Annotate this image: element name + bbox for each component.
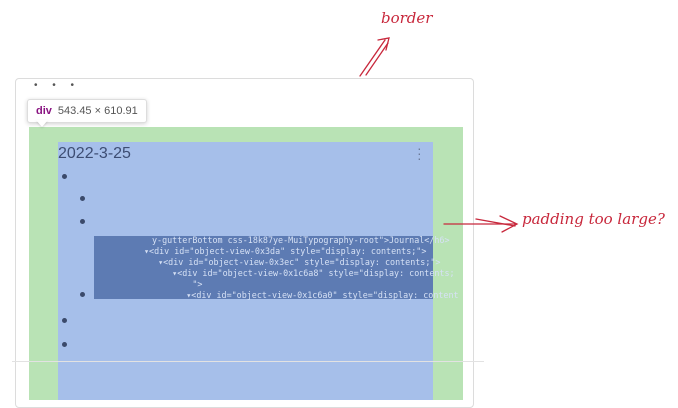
code-line: y-gutterBottom css-18k87ye-MuiTypography…	[152, 235, 450, 245]
tooltip-dimensions: 543.45 × 610.91	[57, 105, 138, 117]
annotation-padding: padding too large?	[522, 210, 665, 228]
devtools-code-overlay: y-gutterBottom css-18k87ye-MuiTypography…	[94, 235, 459, 300]
tooltip-arrow	[36, 120, 48, 127]
bottom-divider	[12, 361, 484, 362]
annotation-border: border	[381, 9, 433, 27]
card-top-dots: • • •	[34, 80, 81, 91]
card-date: 2022-3-25	[58, 145, 131, 162]
list-bullet	[80, 219, 85, 224]
code-line: ▾<div id="object-view-0x3ec" style="disp…	[148, 257, 441, 267]
code-line: ▾<div id="object-view-0x1c6a0" style="di…	[156, 290, 459, 300]
inspector-tooltip: div 543.45 × 610.91	[27, 99, 147, 123]
list-bullet	[80, 196, 85, 201]
tooltip-tag: div	[36, 105, 52, 117]
list-bullet	[62, 342, 67, 347]
list-bullet	[62, 318, 67, 323]
list-bullet	[62, 174, 67, 179]
kebab-icon[interactable]: ···	[417, 140, 422, 166]
code-line: ▾<div id="object-view-0x3da" style="disp…	[144, 246, 427, 256]
code-line: ▾<div id="object-view-0x1c6a8" style="di…	[152, 268, 455, 278]
code-line: ">	[152, 279, 203, 289]
list-bullet	[80, 292, 85, 297]
